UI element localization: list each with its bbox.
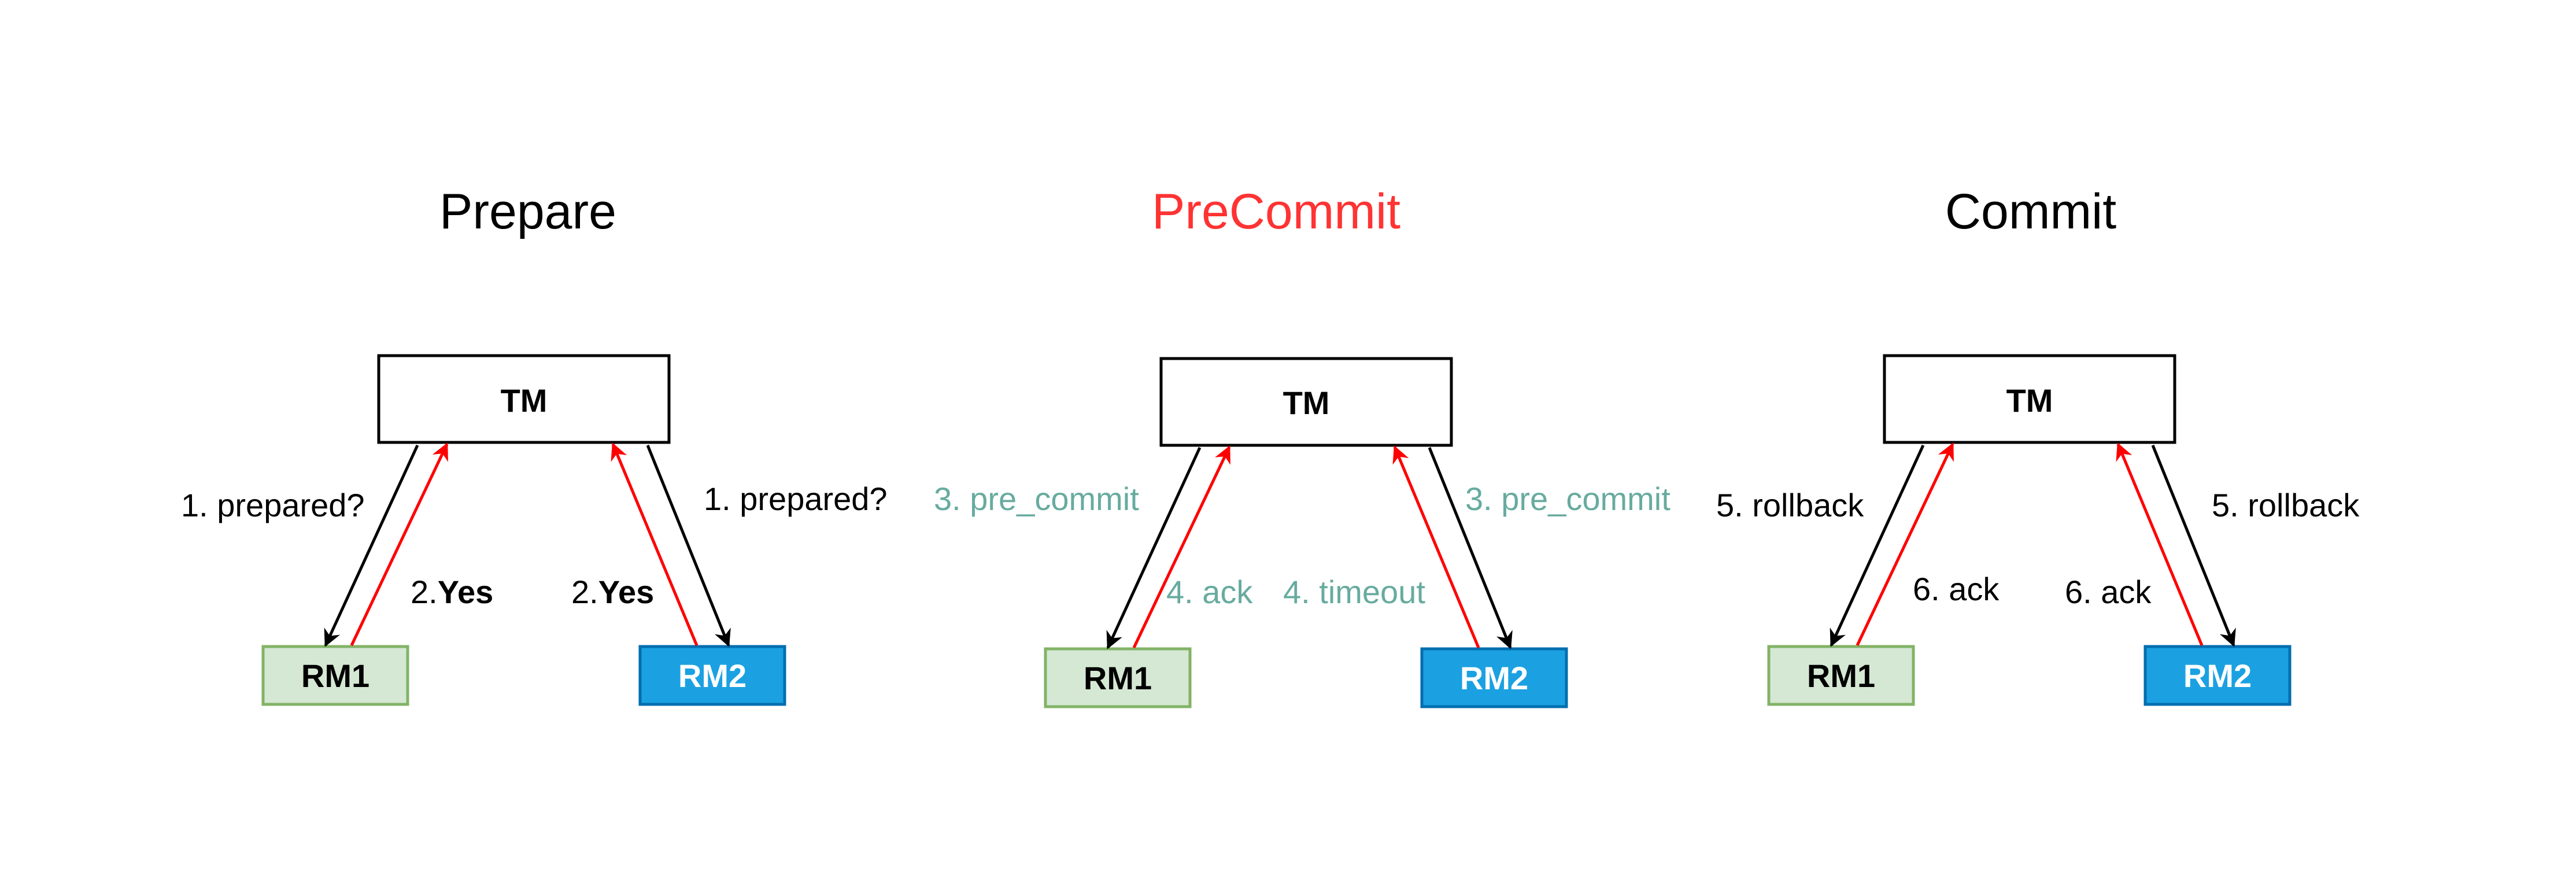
arrow-rm2-to-tm-precommit (1392, 445, 1480, 648)
rm1-label-precommit: RM1 (1084, 660, 1152, 696)
arrow-tm-to-rm1-precommit (1106, 446, 1202, 649)
arrow-tm-to-rm2-commit (2151, 445, 2236, 647)
phase-prepare: Prepare TM RM1 RM2 1. prepared? 2.Yes 2.… (181, 184, 888, 706)
label-tm-rm2-commit: 5. rollback (2212, 487, 2360, 523)
tm-box-commit (1883, 354, 2176, 444)
phase-commit: Commit TM RM1 RM2 5. rollback 6. ack 6. … (1716, 184, 2360, 706)
label-rm2-tm-prepare: 2.Yes (571, 574, 654, 610)
phase-precommit: PreCommit TM RM1 RM2 3. pre_commit 4. ac… (934, 184, 1670, 708)
rm1-box-prepare (261, 645, 409, 706)
arrow-tm-to-rm2-prepare (646, 445, 731, 647)
arrow-rm1-to-tm-prepare (350, 442, 449, 647)
phase-title-commit: Commit (1945, 184, 2116, 239)
arrow-rm2-to-tm-commit (2116, 442, 2204, 646)
tm-box-precommit (1159, 357, 1453, 447)
label-rm1-tm-prepare: 2.Yes (411, 574, 493, 610)
label-rm1-tm-precommit: 4. ack (1166, 574, 1253, 610)
rm1-label-prepare: RM1 (301, 658, 369, 694)
rm2-box-prepare (638, 645, 786, 706)
arrow-rm1-to-tm-commit (1856, 442, 1954, 647)
rm2-label-precommit: RM2 (1460, 660, 1528, 696)
tm-box-prepare (377, 354, 671, 444)
rm1-box-commit (1767, 645, 1915, 706)
rm2-label-commit: RM2 (2183, 658, 2252, 694)
label-rm2-tm-prepare-bold: Yes (598, 574, 655, 610)
tm-label-prepare: TM (501, 382, 548, 419)
arrow-rm1-to-tm-precommit (1132, 445, 1231, 649)
phase-title-precommit: PreCommit (1152, 184, 1400, 239)
rm2-box-precommit (1420, 647, 1568, 708)
label-rm1-tm-prepare-bold: Yes (438, 574, 494, 610)
rm1-label-commit: RM1 (1807, 658, 1875, 694)
label-tm-rm2-prepare: 1. prepared? (704, 481, 888, 517)
label-rm1-tm-prepare-prefix: 2. (411, 574, 438, 610)
arrow-tm-to-rm1-prepare (324, 444, 419, 647)
label-rm2-tm-commit: 6. ack (2065, 574, 2152, 610)
arrow-rm2-to-tm-prepare (611, 442, 698, 646)
label-tm-rm2-precommit: 3. pre_commit (1465, 481, 1670, 517)
label-tm-rm1-prepare: 1. prepared? (181, 487, 365, 523)
tm-label-commit: TM (2006, 382, 2053, 419)
label-tm-rm1-commit: 5. rollback (1716, 487, 1864, 523)
label-rm1-tm-commit: 6. ack (1913, 571, 2000, 607)
arrow-tm-to-rm2-precommit (1428, 447, 1513, 649)
label-rm2-tm-prepare-prefix: 2. (571, 574, 598, 610)
tm-label-precommit: TM (1283, 385, 1330, 421)
rm2-box-commit (2143, 645, 2292, 706)
arrow-tm-to-rm1-commit (1830, 444, 1925, 647)
label-tm-rm1-precommit: 3. pre_commit (934, 481, 1139, 517)
label-rm2-tm-precommit: 4. timeout (1283, 574, 1425, 610)
phase-title-prepare: Prepare (439, 184, 616, 239)
rm2-label-prepare: RM2 (678, 658, 746, 694)
